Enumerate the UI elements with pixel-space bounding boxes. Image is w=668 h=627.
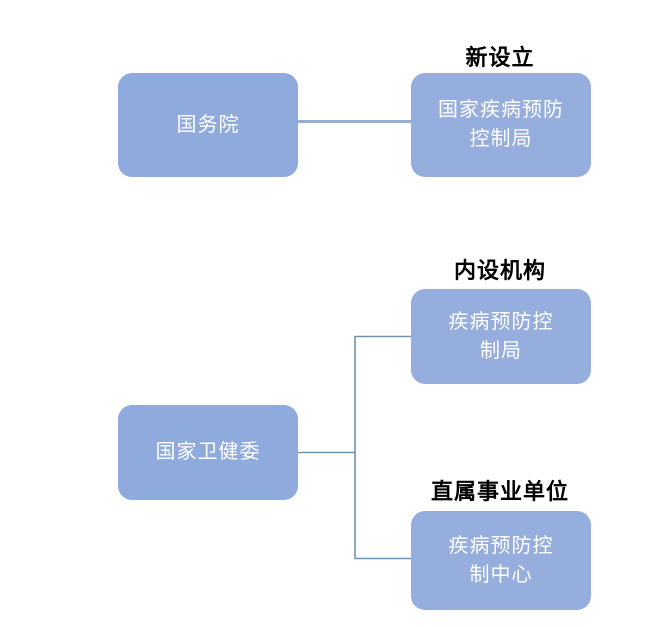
caption-new-establishment: 新设立 (465, 45, 535, 70)
node-national-health-commission[interactable]: 国家卫健委 (118, 405, 298, 500)
caption-affiliated-institution: 直属事业单位 (430, 479, 569, 504)
node-state-council[interactable]: 国务院 (118, 73, 298, 177)
node-cdc-bureau[interactable]: 疾病预防控 制局 (411, 289, 591, 384)
node-cdc-center[interactable]: 疾病预防控 制中心 (411, 511, 591, 610)
caption-internal-body: 内设机构 (453, 258, 546, 283)
connector-health-commission-to-bureau (354, 335, 411, 453)
node-national-administration-cdc[interactable]: 国家疾病预防 控制局 (411, 73, 591, 177)
connector-health-commission-to-center (354, 452, 411, 560)
